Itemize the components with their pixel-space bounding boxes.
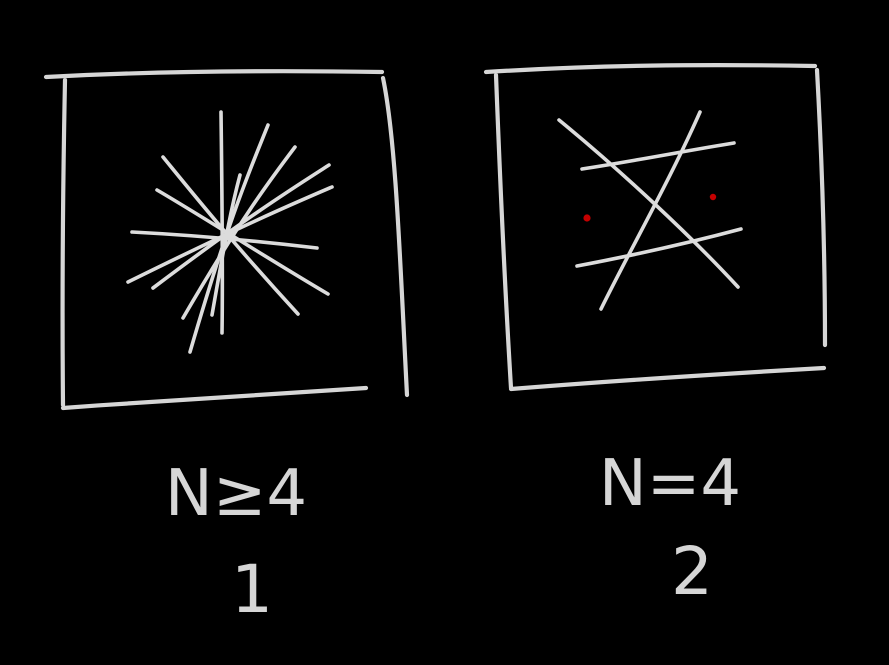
right-condition-label: N=4 <box>599 447 741 521</box>
star-line <box>210 173 242 317</box>
right-panel-frame <box>483 62 828 392</box>
right-panel: N=4 2 <box>483 62 828 610</box>
concurrent-lines-star <box>126 110 334 354</box>
star-line <box>219 110 225 335</box>
star-line <box>161 155 300 316</box>
right-count-label: 2 <box>671 533 713 610</box>
red-marker-dot <box>583 214 591 222</box>
star-line <box>126 185 334 284</box>
line <box>599 110 702 311</box>
star-line <box>181 145 297 320</box>
four-lines <box>557 110 743 311</box>
left-panel: N≥4 1 <box>43 69 410 628</box>
red-marker-dot <box>709 193 717 201</box>
line <box>557 118 740 289</box>
left-condition-label: N≥4 <box>165 457 307 531</box>
star-line <box>151 163 331 290</box>
line <box>575 227 743 268</box>
star-line <box>130 230 319 250</box>
left-count-label: 1 <box>231 551 273 628</box>
star-line <box>155 188 330 296</box>
left-panel-frame <box>43 69 410 411</box>
line <box>580 141 736 171</box>
star-line <box>188 123 270 354</box>
